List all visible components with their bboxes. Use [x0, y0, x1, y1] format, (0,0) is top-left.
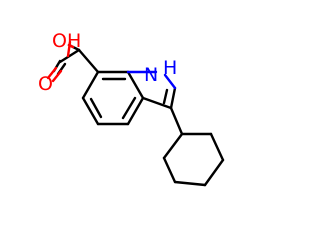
bond-p3 — [163, 73, 177, 90]
atom-label-n: N — [144, 64, 158, 86]
bond-c3 — [162, 156, 177, 184]
bond-b5 — [81, 96, 100, 126]
bond-carboxyl-ring — [77, 48, 100, 74]
atom-label-nh: H — [163, 57, 177, 79]
pyrrole-ring — [126, 70, 177, 110]
bond-c-o-double-red-b — [51, 69, 63, 83]
bond-p1 — [141, 96, 173, 110]
bond-p2-inner — [162, 88, 169, 105]
bond-b6 — [81, 70, 100, 100]
bond-c5 — [203, 158, 225, 187]
molecule-diagram: OH O H N — [38, 30, 225, 187]
bond-c-oh — [58, 48, 81, 64]
benzene-ring — [81, 70, 145, 126]
atom-label-o: O — [38, 73, 53, 95]
bond-c-oh-red — [66, 40, 72, 58]
bond-b3-inner — [121, 96, 137, 120]
bond-b5-inner — [89, 97, 103, 119]
bond-c6 — [209, 132, 225, 162]
bond-c2 — [162, 132, 184, 160]
bond-c-o-double-red-a — [46, 66, 58, 80]
carboxyl-group — [46, 40, 100, 83]
bond-c4 — [173, 180, 207, 187]
bond-b2 — [126, 70, 145, 100]
bond-b3 — [126, 96, 145, 126]
bond-c1 — [169, 106, 184, 136]
cyclohexyl-group — [162, 106, 225, 187]
bond-p2 — [169, 86, 177, 110]
atom-label-oh: OH — [52, 30, 81, 52]
